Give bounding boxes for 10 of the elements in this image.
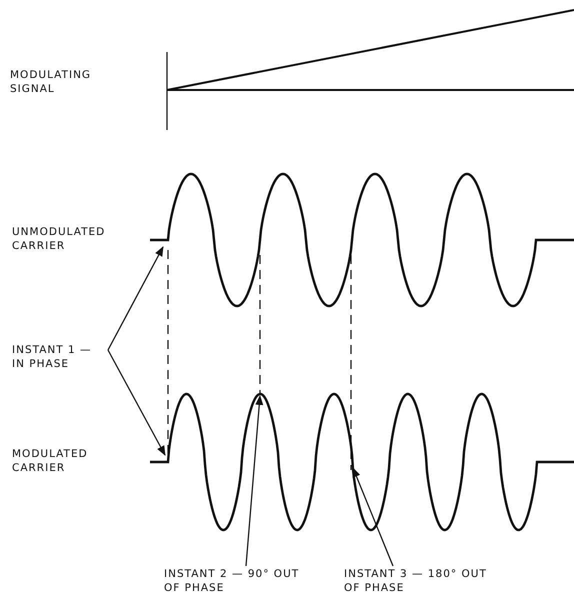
leader-line	[245, 395, 264, 566]
callout-text: INSTANT 3 — 180° OUT OF PHASE	[344, 567, 504, 595]
signal-label: MODULATED CARRIER	[12, 447, 89, 475]
signal-label: UNMODULATED CARRIER	[12, 225, 106, 253]
leader-line	[107, 350, 166, 456]
callout-text: INSTANT 1 — IN PHASE	[12, 343, 107, 371]
signal-label: MODULATING SIGNAL	[10, 68, 92, 96]
leader-line	[107, 246, 164, 350]
leader-line	[352, 467, 394, 566]
callout-text: INSTANT 2 — 90° OUT OF PHASE	[164, 567, 314, 595]
